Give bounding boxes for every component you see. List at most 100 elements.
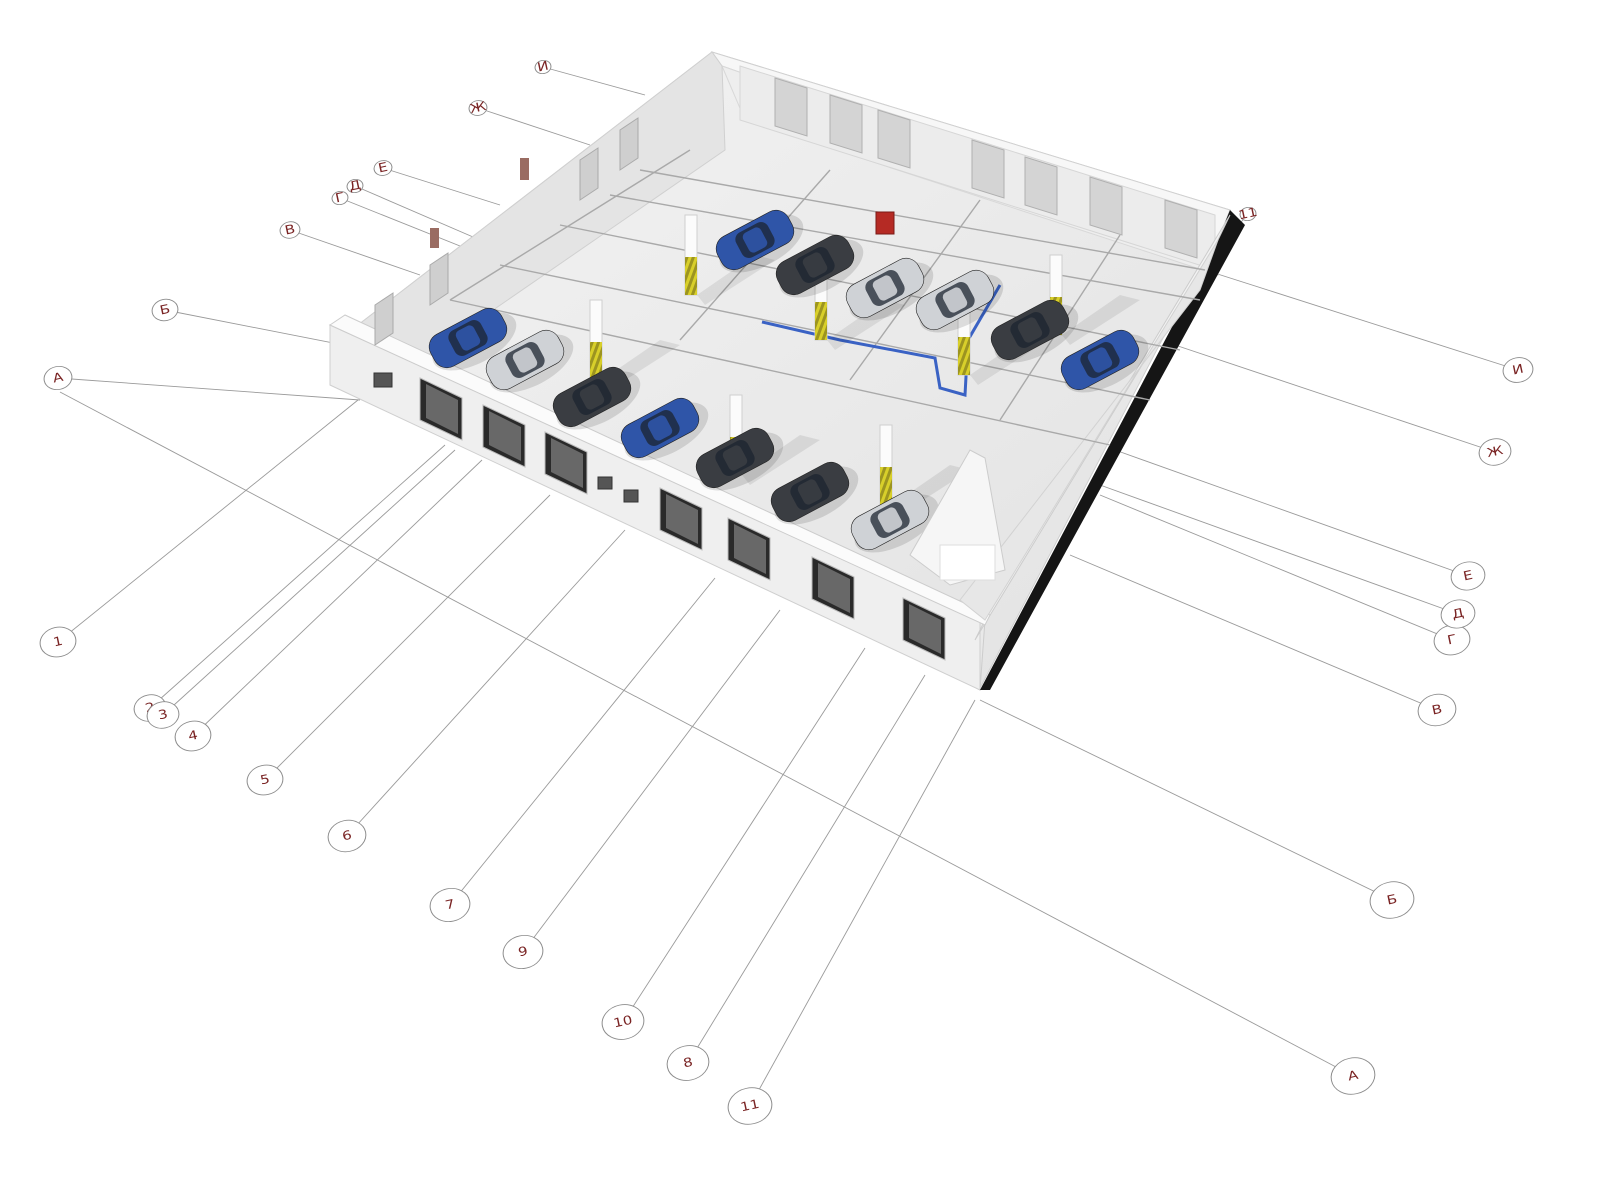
leader-line-e_left bbox=[382, 167, 501, 206]
car-5 bbox=[695, 427, 784, 491]
wall-vent-2 bbox=[597, 476, 613, 490]
axis-bubble-zh-left: Ж bbox=[468, 99, 488, 117]
leader-line-g_right bbox=[1099, 494, 1453, 641]
front-opening-6 bbox=[811, 556, 855, 620]
front-opening-2 bbox=[482, 404, 526, 468]
back-window-5 bbox=[1024, 156, 1058, 216]
axis-bubble-d-right: Д bbox=[1440, 599, 1476, 629]
bubble-label: Г bbox=[1446, 632, 1458, 648]
bubble-circle bbox=[1369, 881, 1415, 919]
leader-line-a_right bbox=[59, 391, 1354, 1077]
axis-bubble-n11-top: 11 bbox=[1237, 205, 1259, 223]
car-8 bbox=[715, 209, 804, 273]
front-wall-openings bbox=[419, 377, 946, 661]
leader-line-e_right bbox=[1114, 449, 1469, 577]
bubble-circle bbox=[1239, 206, 1257, 222]
car-2 bbox=[485, 329, 574, 393]
axis-bubble-n5: 5 bbox=[246, 764, 284, 796]
bubble-circle bbox=[151, 298, 179, 322]
bubble-circle bbox=[1502, 357, 1534, 383]
axis-bubble-v-right: В bbox=[1417, 693, 1457, 727]
leader-line-a_left bbox=[57, 377, 361, 401]
back-window-7 bbox=[1164, 199, 1198, 259]
bubble-circle bbox=[429, 888, 471, 922]
front-opening-7 bbox=[902, 597, 946, 661]
bubble-label: 6 bbox=[341, 828, 353, 844]
leader-line-n9 bbox=[522, 609, 781, 953]
bubble-circle bbox=[279, 221, 301, 239]
bubble-label: А bbox=[51, 370, 65, 386]
axis-bubble-d-left: Д bbox=[346, 178, 364, 195]
bubble-label: Е bbox=[1462, 568, 1474, 584]
bubble-label: В bbox=[1430, 702, 1443, 718]
right-wall-inner bbox=[959, 239, 1219, 621]
bubble-circle bbox=[1478, 438, 1512, 466]
front-opening-1 bbox=[419, 377, 463, 441]
bubble-circle bbox=[1417, 693, 1457, 727]
back-window-6 bbox=[1089, 176, 1123, 236]
car-9 bbox=[775, 234, 864, 298]
leader-lines bbox=[57, 66, 1519, 1107]
leader-line-v_left bbox=[289, 229, 421, 276]
car-12 bbox=[990, 299, 1079, 363]
leader-line-v_right bbox=[1069, 554, 1438, 711]
leader-line-i_left bbox=[542, 66, 646, 96]
garage-building bbox=[328, 51, 1245, 691]
bubble-circle bbox=[174, 720, 212, 752]
car-1 bbox=[428, 307, 517, 371]
bubble-label: И bbox=[1511, 362, 1525, 378]
bubble-label: 8 bbox=[682, 1055, 694, 1071]
bubble-circle bbox=[534, 59, 552, 75]
axis-bubble-n3: 3 bbox=[146, 701, 180, 729]
front-opening-3 bbox=[544, 431, 588, 495]
wall-vent-1 bbox=[373, 372, 393, 388]
car-7 bbox=[850, 489, 939, 553]
bubble-circle bbox=[346, 178, 364, 194]
left-window-2 bbox=[429, 252, 449, 306]
axis-bubble-e-left: Е bbox=[373, 160, 393, 176]
axis-bubble-zh-right: Ж bbox=[1478, 438, 1512, 466]
bubble-label: Д bbox=[1451, 606, 1466, 623]
bubble-label: 11 bbox=[739, 1097, 761, 1115]
back-window-3 bbox=[877, 109, 911, 169]
leader-line-n1 bbox=[57, 399, 359, 643]
axis-bubble-i-right: И bbox=[1502, 357, 1534, 383]
axis-bubble-b-left: Б bbox=[151, 298, 179, 322]
back-window-1 bbox=[774, 77, 808, 137]
bubble-label: А bbox=[1346, 1068, 1360, 1084]
leader-line-n7 bbox=[449, 577, 716, 906]
front-opening-5 bbox=[727, 517, 771, 581]
left-wall-windows bbox=[374, 117, 639, 346]
bubble-label: Б bbox=[158, 302, 171, 318]
parked-cars bbox=[428, 209, 1149, 553]
wall-vent-3 bbox=[623, 489, 639, 503]
axis-bubble-n4: 4 bbox=[174, 720, 212, 752]
car-6 bbox=[770, 461, 859, 525]
back-window-4 bbox=[971, 139, 1005, 199]
bubble-label: 9 bbox=[517, 944, 529, 960]
axis-bubble-g-left: Г bbox=[331, 190, 349, 206]
bubble-circle bbox=[666, 1045, 710, 1081]
bubble-circle bbox=[373, 160, 393, 176]
leader-line-n8 bbox=[687, 674, 926, 1064]
bubble-label: Г bbox=[334, 190, 346, 206]
axis-bubble-n6: 6 bbox=[327, 819, 367, 853]
bubble-circle bbox=[327, 819, 367, 853]
leader-line-b_right bbox=[979, 699, 1393, 901]
front-opening-4 bbox=[659, 487, 703, 551]
bubble-label: Д bbox=[348, 178, 363, 195]
bubble-label: 1 bbox=[52, 634, 64, 650]
leader-line-i_right bbox=[1204, 269, 1519, 371]
leader-line-g_left bbox=[339, 197, 471, 251]
leader-line-zh_right bbox=[1174, 344, 1496, 453]
bubble-label: 4 bbox=[187, 728, 199, 744]
axis-bubble-n11-bottom: 11 bbox=[727, 1087, 773, 1125]
bubble-circle bbox=[331, 190, 349, 206]
fire-cabinet bbox=[875, 211, 895, 235]
right-wall-exterior bbox=[980, 210, 1245, 690]
grid-axis-bubbles: АБВГДЕЖИАБВГДЕЖИ123456791081111 bbox=[39, 59, 1534, 1125]
leader-line-zh_left bbox=[477, 107, 591, 146]
axis-bubble-i-left: И bbox=[534, 59, 552, 75]
bubble-circle bbox=[601, 1004, 645, 1040]
